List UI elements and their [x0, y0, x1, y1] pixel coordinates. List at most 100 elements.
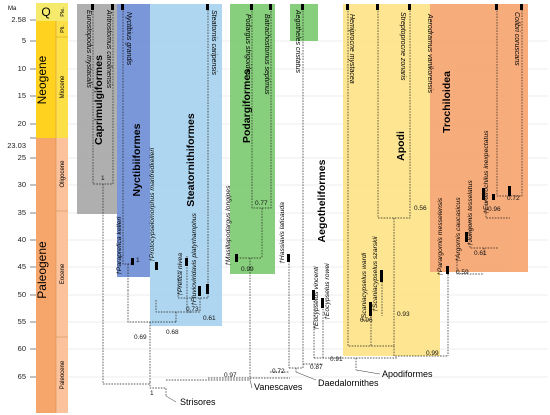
tick-label: 40	[18, 235, 26, 244]
apodi-box	[343, 4, 440, 356]
support-value: 0.68	[166, 329, 179, 336]
support-value: 0.73	[186, 306, 199, 313]
tick-label: 45	[18, 262, 26, 271]
taxon-label: Colibri coruscans	[513, 12, 520, 66]
tick-label: 30	[18, 180, 26, 189]
eocene-label: Eocene	[60, 263, 66, 284]
tick-label: 50	[18, 290, 26, 299]
support-value: 0.72	[272, 368, 285, 375]
caprimulgiformes-box	[77, 4, 117, 214]
support-value: 0.61	[203, 315, 216, 322]
clade-label-podargiformes: Podargiformes	[241, 69, 253, 143]
fossil-bars	[91, 4, 523, 316]
tick-label: 60	[18, 344, 26, 353]
fossil-taxon-label: †Jungornis tesselatus	[467, 180, 474, 246]
fossil-taxon-label: †Eurotrochilus inexpectatus	[483, 130, 490, 214]
fossil-taxon-label: †Argornis caucasicus	[455, 197, 462, 262]
support-value: 0.77	[255, 200, 268, 207]
eocene-band	[56, 211, 68, 337]
support-value: 0.91	[330, 356, 343, 363]
taxon-label: Nyctibius grandis	[125, 12, 132, 66]
paleogene-label: Paleogene	[35, 241, 49, 299]
clade-label-aegotheliformes: Aegotheliformes	[316, 159, 328, 242]
fossil-taxon-label: †Prefica nivea	[177, 253, 184, 296]
clade-label-steatornithiformes: Steatornithiformes	[185, 113, 197, 207]
fossil-taxon-label: †Scaniacypselus szarskii	[372, 236, 379, 312]
fossil-taxon-label: †Parargornis messelensis	[437, 197, 444, 276]
taxon-label: Batrachostomus septimus	[263, 14, 270, 95]
clade-label-trochiloidea: Trochiloidea	[441, 71, 453, 133]
fossil-taxon-label: †Masillapodargus longipes	[225, 185, 232, 266]
clade-label-apodi: Apodi	[395, 131, 407, 161]
fossil-taxon-label: †Fluvioviridavis platyrhamphus	[191, 212, 198, 306]
node-label-vanescaves: Vanescaves	[254, 382, 303, 392]
support-value: 0.69	[134, 334, 147, 341]
support-value: 0.99	[426, 350, 439, 357]
miocene-band	[56, 37, 68, 138]
node-label-strisores: Strisores	[180, 397, 216, 407]
axis-unit: Ma	[8, 6, 17, 12]
node-label-daedalornithes: Daedalornithes	[318, 378, 379, 388]
support-value: 0.99	[241, 266, 254, 273]
tick-label: 2.58	[11, 15, 26, 24]
clade-label-caprimulgiformes: Caprimulgiformes	[93, 55, 105, 145]
clade-label-nyctibiiformes: Nyctibiiformes	[131, 123, 143, 196]
tick-label: 65	[18, 372, 26, 381]
support-value: 0.96	[488, 206, 501, 213]
taxon-label: Antrostomus carolinensis	[105, 9, 112, 89]
oligocene-label: Oligocene	[60, 160, 66, 188]
taxon-label: Streptoprocne zonaris	[399, 12, 406, 81]
nyctibiiformes-box	[117, 4, 150, 277]
pleistocene-band	[56, 3, 68, 21]
tree-branches	[92, 8, 523, 396]
paleocene-label: Paleocene	[60, 360, 66, 389]
pleistocene-label: Ple.	[60, 7, 66, 17]
fossil-taxon-label: †Eocypselus rowei	[324, 263, 331, 320]
miocene-label: Miocene	[60, 75, 66, 98]
taxon-label: Aegotheles cristatus	[294, 9, 301, 74]
neogene-band	[36, 21, 56, 138]
quaternary-band	[36, 3, 56, 21]
paleogene-band	[36, 138, 56, 413]
support-value: 0.97	[224, 372, 237, 379]
taxon-label: Steatornis caripensis	[210, 10, 217, 75]
support-value: 1	[136, 257, 140, 264]
trochiloidea-box	[430, 4, 528, 272]
taxon-label: Aerodramus vanikorensis	[426, 13, 433, 93]
tick-label: 55	[18, 317, 26, 326]
pliocene-label: Pli.	[60, 25, 66, 33]
oligocene-band	[56, 138, 68, 211]
neogene-label: Neogene	[35, 55, 49, 104]
taxon-label: Eurostopodus mystacalis	[85, 10, 92, 88]
paleocene-band	[56, 337, 68, 413]
support-value: 0.56	[414, 205, 427, 212]
fossil-taxon-label: †Paraprefica kelleri	[116, 216, 123, 275]
fossil-taxon-label: †Scaniacypselus wardi	[361, 252, 368, 322]
tick-label: 20	[18, 119, 26, 128]
steatornithiformes-box	[150, 4, 222, 326]
support-value: 0.87	[310, 364, 323, 371]
tick-label: 35	[18, 208, 26, 217]
fossil-taxon-label: †Eocypselus vincenti	[313, 266, 320, 330]
support-value: 0.61	[474, 250, 487, 257]
tick-label: 10	[18, 64, 26, 73]
support-value: 0.72	[507, 195, 520, 202]
tick-label: 15	[18, 91, 26, 100]
time-scale: Q Ple. Pli. Neogene Miocene Paleogene Ol…	[7, 3, 68, 413]
taxon-label: Podargus strigoides	[244, 14, 251, 76]
support-value: 0.96	[360, 317, 373, 324]
taxon-label: Hemiprocne mystacea	[348, 14, 355, 84]
support-value: 0.59	[456, 269, 469, 276]
tick-label: 23.03	[7, 141, 26, 150]
fossil-taxon-label: †Hassiavis laticauda	[279, 202, 286, 264]
tick-label: 5	[22, 36, 26, 45]
support-value: 0.93	[397, 311, 410, 318]
support-value: 1	[150, 390, 154, 397]
quaternary-label: Q	[41, 5, 50, 19]
tick-label: 25	[18, 153, 26, 162]
aegotheliformes-box	[290, 4, 318, 41]
fossil-taxon-label: †Protocypselomorphus manfredkelleri	[149, 147, 156, 262]
node-label-apodiformes: Apodiformes	[382, 369, 433, 379]
support-value: 1	[101, 175, 105, 182]
